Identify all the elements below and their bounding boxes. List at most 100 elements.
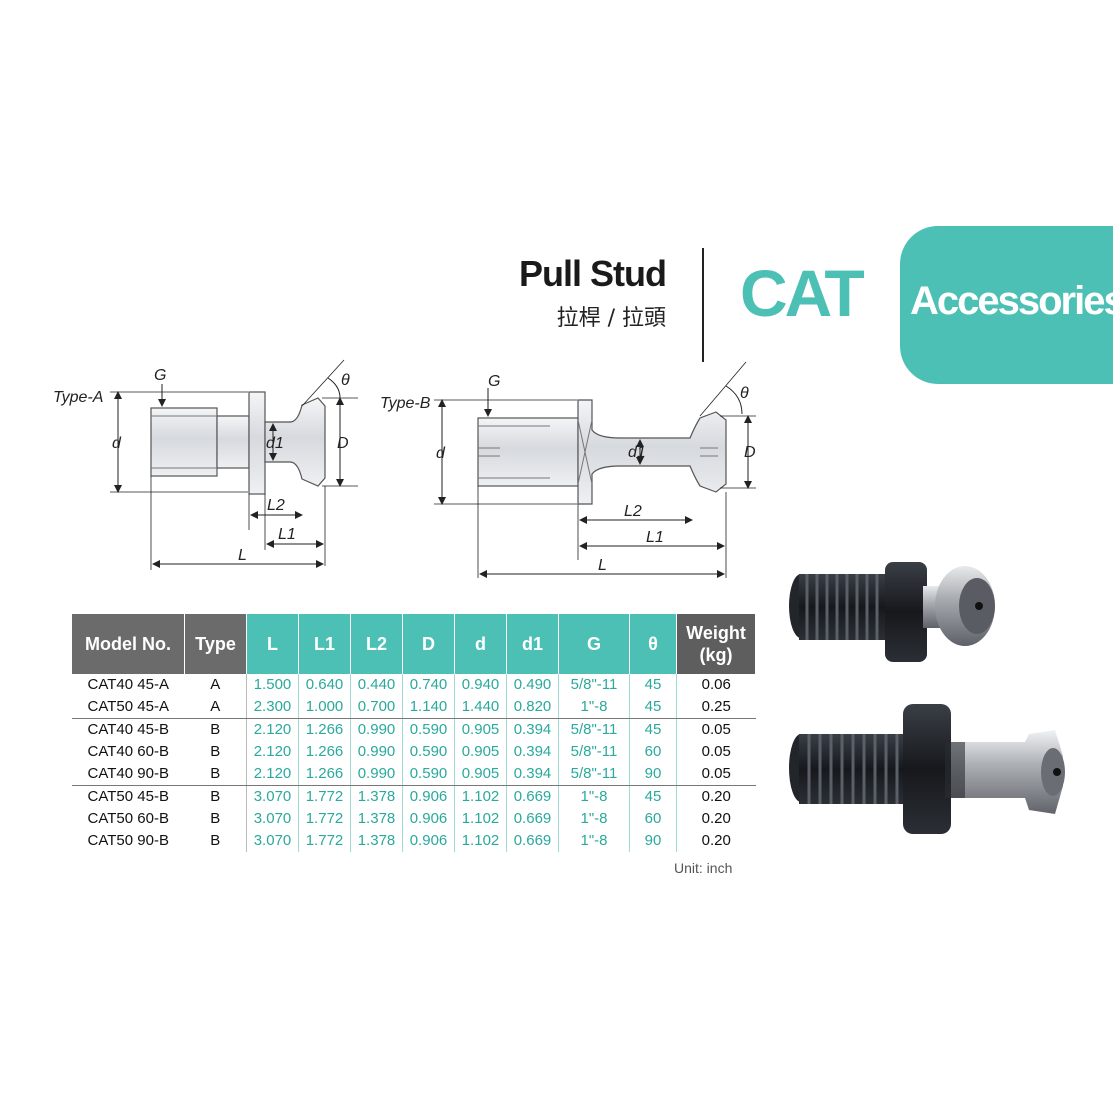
table-cell: 0.394 [506,741,559,763]
table-cell: 1.772 [298,830,351,852]
diagram-type-a: Type-A d d1 D G θ L2 L1 L [53,359,358,570]
header-L2: L2 [350,614,403,674]
table-cell: 5/8"-11 [558,741,630,763]
table-cell: 0.06 [701,676,731,693]
table-cell: 1.378 [350,785,403,808]
table-cell: CAT40 45-B [87,721,169,738]
dim-theta-label: θ [341,372,350,389]
spec-table: Model No. Type L L1 L2 D d d1 G θ Weight… [72,614,756,852]
table-cell: 5/8"-11 [558,763,630,786]
table-cell: 1"-8 [558,808,630,830]
table-cell: 2.120 [246,741,299,763]
table-cell: 45 [629,785,677,808]
table-cell: 90 [629,763,677,786]
dim-D-label-b: D [744,444,756,461]
table-cell: 0.394 [506,718,559,741]
table-cell: 2.120 [246,763,299,786]
dim-d1-label-b: d1 [628,444,646,461]
table-cell: 1.440 [454,696,507,719]
diagram-type-b: Type-B d d1 D G θ L2 L1 L [380,361,756,578]
table-cell: CAT40 60-B [87,743,169,760]
table-cell: 0.05 [701,721,731,738]
header-theta: θ [629,614,677,674]
dim-G-label: G [154,367,166,384]
dim-L2-label-b: L2 [624,503,642,520]
table-cell: 1.772 [298,785,351,808]
header-divider [702,248,704,362]
accessories-tab-label: Accessories [910,279,1113,323]
table-cell: 0.590 [402,741,455,763]
table-cell: 1.266 [298,741,351,763]
table-cell: 0.990 [350,763,403,786]
type-b-label: Type-B [380,395,431,412]
table-cell: 0.640 [298,674,351,696]
table-cell: CAT50 45-A [72,696,185,719]
table-cell: 0.05 [676,763,756,786]
table-cell: 60 [629,741,677,763]
table-cell: 1.140 [402,696,455,719]
header-weight-unit: (kg) [699,645,733,665]
pull-stud-photo-type-b [789,704,1065,834]
dim-L-label: L [238,547,247,564]
header-model-no: Model No. [72,614,185,674]
table-cell: 0.820 [506,696,559,719]
title-block: Pull Stud 拉桿 / 拉頭 [440,252,667,332]
table-cell: 90 [629,830,677,852]
table-cell: 0.905 [454,718,507,741]
page-subtitle-chinese: 拉桿 / 拉頭 [556,306,666,331]
table-cell: 2.120 [246,718,299,741]
table-cell: 1.772 [298,808,351,830]
table-cell: B [184,741,247,763]
table-cell: 0.05 [701,743,731,760]
header-G: G [558,614,630,674]
header-d1: d1 [506,614,559,674]
table-cell: A [184,674,247,696]
table-cell: 1"-8 [558,696,630,719]
table-cell: 0.905 [454,763,507,786]
table-cell: 1.378 [350,808,403,830]
table-cell: 2.300 [246,696,299,719]
table-cell: 1.500 [246,674,299,696]
table-cell: 45 [629,696,677,719]
header-type: Type [184,614,247,674]
accessories-tab[interactable]: Accessories [900,226,1113,384]
table-cell: 45 [629,718,677,741]
dim-D-label: D [337,435,349,452]
table-cell: 0.394 [506,763,559,786]
table-cell: B [184,830,247,852]
dim-d-label: d [112,435,122,452]
table-cell: 1.266 [298,763,351,786]
table-cell: 1"-8 [558,785,630,808]
table-cell: 0.906 [402,785,455,808]
type-a-label: Type-A [53,389,103,406]
table-cell: A [184,696,247,719]
table-cell: 1"-8 [558,830,630,852]
page-title: Pull Stud [519,253,667,294]
table-cell: 5/8"-11 [558,674,630,696]
table-cell: 1.102 [454,830,507,852]
table-cell: 5/8"-11 [558,718,630,741]
header-L1: L1 [298,614,351,674]
table-cell: 1.102 [454,785,507,808]
table-cell: 0.590 [402,718,455,741]
table-cell: 0.906 [402,808,455,830]
header-D: D [402,614,455,674]
table-cell: 0.20 [701,788,731,805]
header-weight: Weight (kg) [676,614,756,674]
table-cell: 0.740 [402,674,455,696]
table-cell: 0.20 [701,832,731,849]
table-cell: 3.070 [246,785,299,808]
table-cell: 3.070 [246,830,299,852]
table-cell: 3.070 [246,808,299,830]
table-cell: CAT50 60-B [87,810,169,827]
dim-L2-label: L2 [267,497,285,514]
table-cell: B [184,785,247,808]
table-cell: 0.490 [506,674,559,696]
dim-L1-label: L1 [278,526,296,543]
